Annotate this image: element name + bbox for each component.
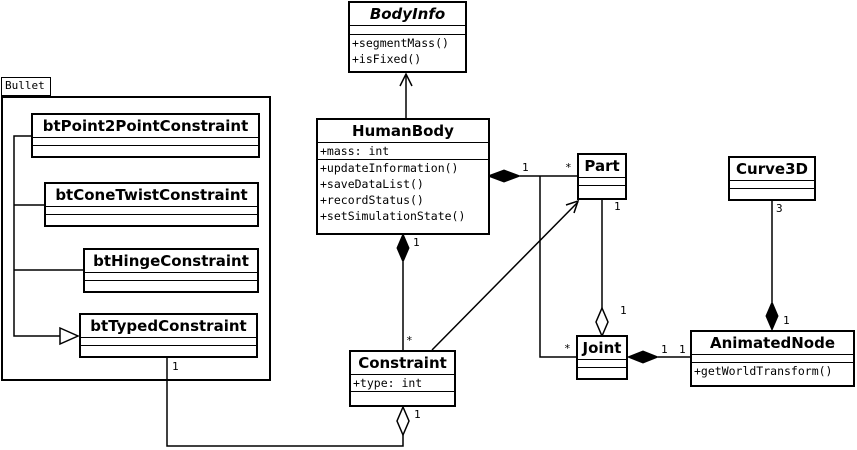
class-bthingeconstraint-attributes [85, 273, 257, 281]
class-btconetwistconstraint-name: btConeTwistConstraint [46, 184, 257, 207]
class-bodyinfo[interactable]: BodyInfo +segmentMass() +isFixed() [348, 1, 467, 73]
package-tab: Bullet [1, 77, 51, 96]
class-btpoint2pointconstraint-name: btPoint2PointConstraint [33, 115, 258, 138]
class-bttypedconstraint-attributes [81, 338, 256, 346]
mult-part-joint-source: 1 [614, 200, 621, 213]
class-curve3d[interactable]: Curve3D [728, 156, 816, 201]
class-part-attributes [579, 178, 625, 186]
class-constraint-methods [351, 392, 454, 398]
attribute: +mass: int [320, 144, 390, 158]
edge-constraint-part [431, 201, 579, 351]
class-part-methods [579, 186, 625, 193]
mult-curve-animated-source: 3 [776, 202, 783, 215]
class-part-name: Part [579, 155, 625, 178]
class-animatednode-attributes [692, 355, 853, 363]
mult-joint-animated-source: 1 [661, 343, 668, 356]
class-btconetwistconstraint-attributes [46, 207, 257, 215]
mult-part-joint-target: 1 [620, 304, 627, 317]
aggregation-diamond-part-joint [595, 306, 609, 338]
class-constraint-name: Constraint [351, 352, 454, 375]
class-joint-methods [578, 368, 626, 374]
method: +setSimulationState() [320, 209, 466, 223]
arrowhead-bodyinfo [399, 72, 413, 87]
class-btpoint2pointconstraint[interactable]: btPoint2PointConstraint [31, 113, 260, 158]
class-constraint[interactable]: Constraint +type: int [349, 350, 456, 407]
composition-diamond-humanbody-constraint [396, 232, 410, 264]
class-curve3d-attributes [730, 181, 814, 189]
mult-typed-constraint-source: 1 [172, 360, 179, 373]
mult-joint-animated-target: 1 [679, 343, 686, 356]
package-bullet [1, 96, 271, 381]
class-bodyinfo-name: BodyInfo [350, 3, 465, 26]
aggregation-diamond-typed-constraint [396, 405, 410, 437]
class-bttypedconstraint-methods [81, 346, 256, 352]
method: +segmentMass() [352, 36, 449, 50]
class-btpoint2pointconstraint-attributes [33, 138, 258, 146]
attribute: +type: int [353, 376, 423, 390]
mult-curve-animated-target: 1 [783, 314, 790, 327]
class-humanbody-methods: +updateInformation() +saveDataList() +re… [318, 160, 488, 224]
class-curve3d-name: Curve3D [730, 158, 814, 181]
class-bthingeconstraint-methods [85, 281, 257, 287]
class-joint-name: Joint [578, 337, 626, 360]
class-bttypedconstraint[interactable]: btTypedConstraint [79, 313, 258, 358]
class-btpoint2pointconstraint-methods [33, 146, 258, 152]
edge-p2p-typed [13, 135, 60, 337]
class-part[interactable]: Part [577, 153, 627, 200]
class-joint-attributes [578, 360, 626, 368]
method: +updateInformation() [320, 161, 459, 175]
edge-typed-constraint [166, 358, 404, 447]
mult-humanbody-constraint-target: * [406, 334, 413, 347]
composition-diamond-curve-animatednode [765, 300, 779, 332]
composition-diamond-humanbody-part [486, 169, 522, 183]
edge-joint-link [539, 176, 577, 358]
class-bodyinfo-attributes [350, 26, 465, 35]
class-bthingeconstraint-name: btHingeConstraint [85, 250, 257, 273]
method: +saveDataList() [320, 177, 424, 191]
mult-humanbody-part-source: 1 [522, 161, 529, 174]
class-bttypedconstraint-name: btTypedConstraint [81, 315, 256, 338]
class-humanbody-attributes: +mass: int [318, 143, 488, 160]
method: +getWorldTransform() [694, 364, 833, 378]
class-btconetwistconstraint-methods [46, 215, 257, 221]
mult-typed-constraint-target: 1 [414, 408, 421, 421]
arrowhead-part [565, 199, 580, 214]
class-animatednode-name: AnimatedNode [692, 332, 853, 355]
method: +recordStatus() [320, 193, 424, 207]
class-bthingeconstraint[interactable]: btHingeConstraint [83, 248, 259, 293]
class-joint[interactable]: Joint [576, 335, 628, 380]
class-humanbody-name: HumanBody [318, 120, 488, 143]
class-btconetwistconstraint[interactable]: btConeTwistConstraint [44, 182, 259, 227]
generalization-triangle [59, 326, 80, 346]
package-name: Bullet [5, 79, 45, 92]
method: +isFixed() [352, 52, 422, 66]
class-animatednode-methods: +getWorldTransform() [692, 363, 853, 379]
class-humanbody[interactable]: HumanBody +mass: int +updateInformation(… [316, 118, 490, 235]
class-curve3d-methods [730, 189, 814, 195]
mult-joint-left: * [564, 342, 571, 355]
class-constraint-attributes: +type: int [351, 375, 454, 392]
mult-humanbody-constraint-source: 1 [413, 236, 420, 249]
class-animatednode[interactable]: AnimatedNode +getWorldTransform() [690, 330, 855, 387]
mult-humanbody-part-target: * [565, 161, 572, 174]
class-bodyinfo-methods: +segmentMass() +isFixed() [350, 35, 465, 67]
composition-diamond-joint-animatednode [626, 350, 660, 364]
